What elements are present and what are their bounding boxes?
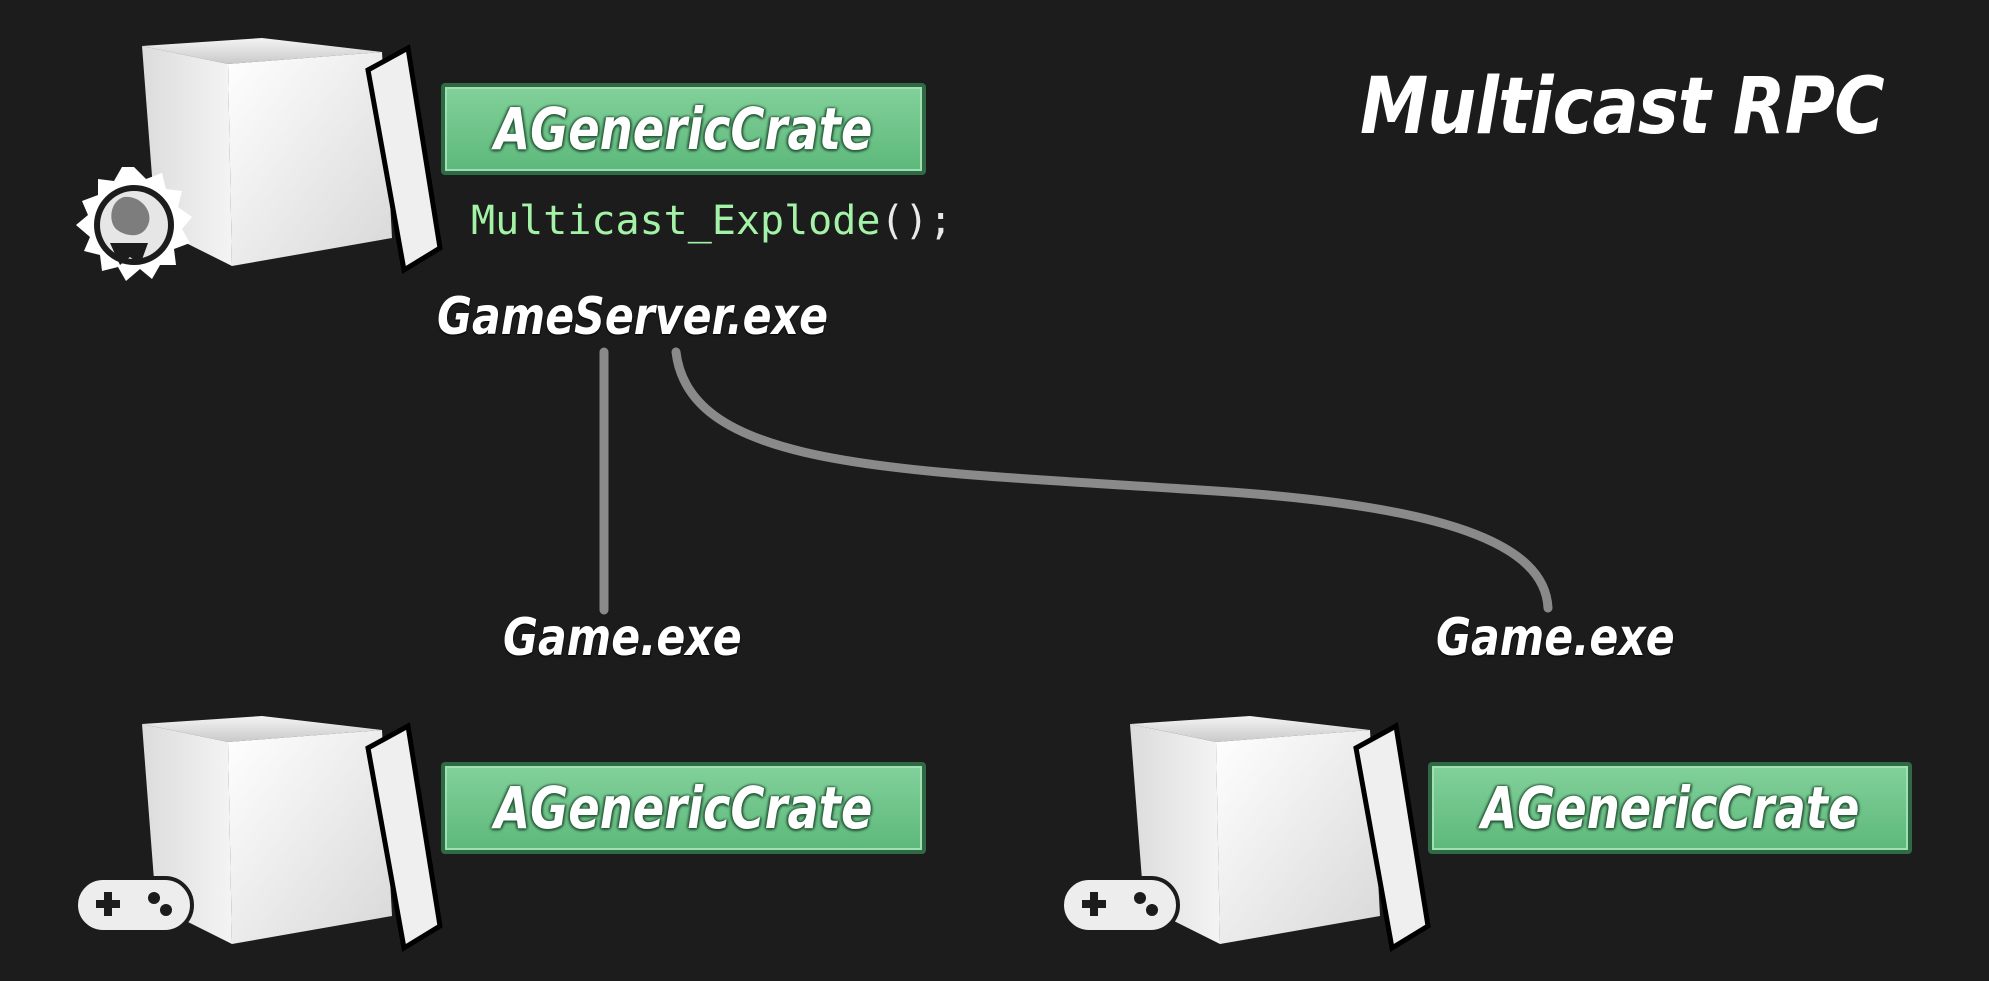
server-crate-icon	[142, 38, 443, 275]
connector-server-to-client-2	[671, 347, 1553, 613]
server-class-box: AGenericCrate	[441, 83, 926, 175]
server-globe-badge-icon	[76, 167, 192, 281]
server-code-line: Multicast_Explode();	[471, 198, 953, 244]
client-class-box: AGenericCrate	[441, 762, 926, 854]
server-class-label: AGenericCrate	[494, 95, 873, 163]
client-class-label: AGenericCrate	[1480, 774, 1860, 842]
client-exe-label: Game.exe	[503, 608, 742, 668]
gamepad-icon	[1060, 876, 1180, 934]
rpc-function-name: Multicast_Explode	[471, 198, 881, 244]
client-class-label: AGenericCrate	[494, 774, 873, 842]
client-exe-label: Game.exe	[1436, 608, 1675, 668]
client-crate-icon	[142, 716, 443, 953]
client-class-box: AGenericCrate	[1428, 762, 1912, 854]
gamepad-icon	[74, 876, 194, 934]
rpc-call-suffix: ();	[880, 198, 953, 244]
diagram-title: Multicast RPC	[1360, 62, 1885, 152]
server-exe-label: GameServer.exe	[437, 287, 828, 347]
